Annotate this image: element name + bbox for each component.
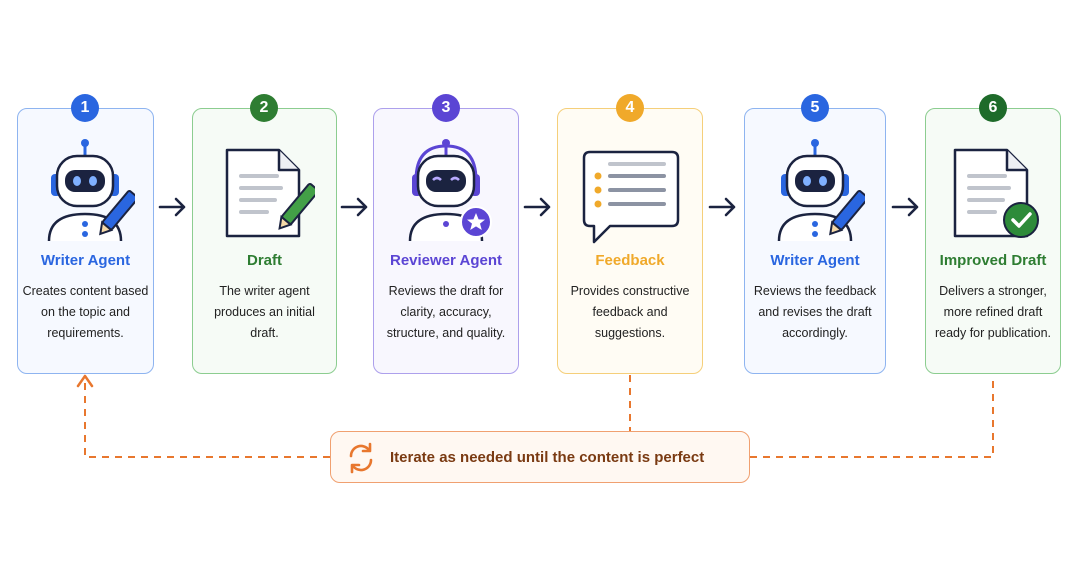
step-description: The writer agent produces an initial dra… — [192, 281, 337, 344]
description-line: Reviews the feedback — [753, 284, 877, 298]
refresh-icon — [349, 442, 373, 474]
robot-writer-icon — [777, 139, 865, 242]
description-line: structure, and quality. — [386, 326, 506, 340]
step-title: Feedback — [595, 252, 665, 269]
description-line: Creates content based — [22, 284, 149, 298]
step-description: Delivers a stronger, more refined draft … — [925, 281, 1061, 344]
description-line: Reviews the draft for — [388, 284, 504, 298]
step-description: Creates content based on the topic and r… — [17, 281, 154, 344]
description-line: Provides constructive — [570, 284, 690, 298]
step-badge-4: 4 — [616, 94, 644, 122]
step-title: Improved Draft — [939, 252, 1047, 269]
flow-arrow-icon — [523, 197, 551, 217]
iterate-banner — [330, 431, 750, 483]
step-badge-6: 6 — [979, 94, 1007, 122]
description-line: produces an initial — [214, 305, 315, 319]
description-line: accordingly. — [782, 326, 848, 340]
robot-writer-icon — [47, 139, 135, 242]
feedback-bubble-icon — [582, 150, 680, 244]
description-line: Delivers a stronger, — [939, 284, 1047, 298]
step-title: Writer Agent — [770, 252, 860, 269]
description-line: on the topic and — [41, 305, 130, 319]
document-check-icon — [953, 148, 1039, 238]
description-line: requirements. — [47, 326, 124, 340]
description-line: ready for publication. — [934, 326, 1052, 340]
loop-line-right — [750, 375, 994, 458]
step-description: Reviews the feedback and revises the dra… — [744, 281, 886, 344]
description-line: draft. — [250, 326, 279, 340]
document-pencil-icon — [225, 148, 315, 238]
step-title: Reviewer Agent — [390, 252, 502, 269]
description-line: suggestions. — [594, 326, 666, 340]
flow-arrow-icon — [158, 197, 186, 217]
step-badge-2: 2 — [250, 94, 278, 122]
description-line: feedback and — [592, 305, 668, 319]
description-line: The writer agent — [219, 284, 310, 298]
step-badge-5: 5 — [801, 94, 829, 122]
description-line: more refined draft — [943, 305, 1043, 319]
flow-arrow-icon — [891, 197, 919, 217]
step-description: Provides constructive feedback and sugge… — [557, 281, 703, 344]
step-title: Draft — [246, 252, 282, 269]
step-badge-1: 1 — [71, 94, 99, 122]
step-badge-3: 3 — [432, 94, 460, 122]
iterate-label: Iterate as needed until the content is p… — [390, 449, 705, 466]
description-line: clarity, accuracy, — [400, 305, 492, 319]
flow-arrow-icon — [708, 197, 736, 217]
loop-arrowhead-icon — [76, 374, 94, 388]
flow-arrow-icon — [340, 197, 368, 217]
step-title: Writer Agent — [40, 252, 131, 269]
description-line: and revises the draft — [758, 305, 872, 319]
robot-reviewer-icon — [408, 139, 492, 242]
step-description: Reviews the draft for clarity, accuracy,… — [373, 281, 519, 344]
loop-line-left — [84, 382, 330, 458]
